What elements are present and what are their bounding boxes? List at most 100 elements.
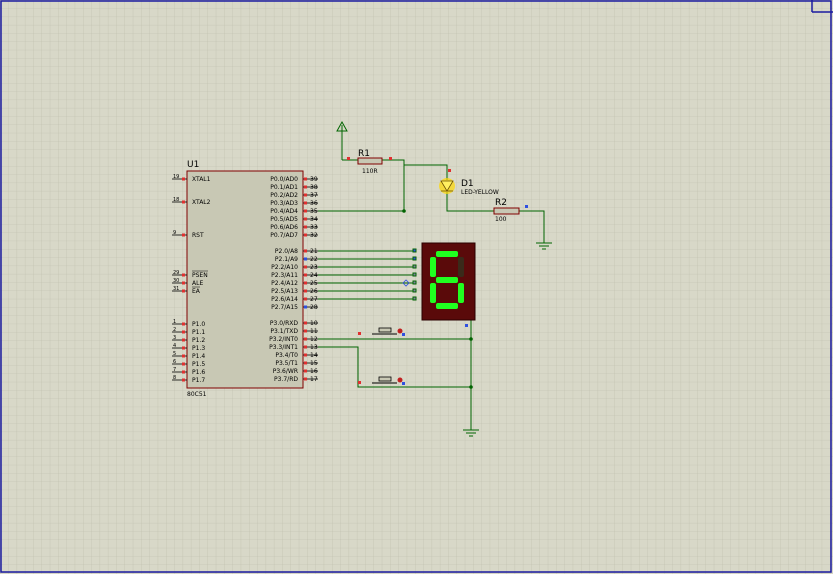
u1-pin-name: P2.4/A12 — [271, 280, 298, 287]
u1-pin-name: P1.4 — [192, 353, 205, 360]
u1-pin-marker — [304, 273, 307, 277]
u1-pin-marker — [182, 273, 185, 277]
u1-pin-marker — [182, 233, 185, 237]
power-terminal[interactable] — [336, 120, 348, 160]
u1-pin-number: 13 — [310, 344, 318, 351]
u1-pin-marker — [182, 281, 185, 285]
probe-marker — [402, 279, 410, 287]
u1-ref-label: U1 — [187, 160, 199, 170]
u1-pin-number: 6 — [173, 359, 176, 365]
u1-pin-marker — [182, 200, 185, 204]
push-button-1[interactable] — [358, 327, 405, 340]
r2-body[interactable] — [493, 207, 520, 215]
u1-pin-name: P1.5 — [192, 361, 205, 368]
display-pin-marker — [412, 256, 417, 261]
u1-pin-name: P2.2/A10 — [271, 264, 298, 271]
u1-pin-name: P2.1/A9 — [275, 256, 298, 263]
push-button-2-indicator — [397, 377, 403, 383]
u1-pin-name: P0.0/AD0 — [270, 176, 298, 183]
push-button-1-indicator — [397, 328, 403, 334]
u1-pin-marker — [304, 361, 307, 365]
push-button-1-pin-right — [402, 333, 405, 336]
u1-pin-name: ALE — [192, 280, 203, 287]
resistor-r1[interactable]: R1 110R — [347, 149, 392, 175]
u1-pin-number: 18 — [173, 197, 179, 203]
u1-pin-number: 21 — [310, 248, 318, 255]
r1-pin-right — [389, 157, 392, 160]
u1-pin-marker — [304, 225, 307, 229]
u1-pin-number: 34 — [310, 216, 318, 223]
u1-pin-marker — [182, 322, 185, 326]
seven-segment-display[interactable]: 6 — [0, 0, 476, 327]
u1-pin-number: 11 — [310, 328, 318, 335]
u1-pin-name: RST — [192, 232, 204, 239]
u1-pin-name: P1.6 — [192, 369, 205, 376]
r1-body[interactable] — [357, 157, 383, 165]
u1-pin-marker — [304, 305, 307, 309]
push-button-2-knob[interactable] — [378, 376, 392, 382]
u1-pin-6[interactable]: 6 P1.5 — [172, 359, 205, 368]
resistor-r2[interactable]: R2 100 — [493, 198, 528, 223]
push-button-2-pin-right — [402, 382, 405, 385]
u1-pin-marker — [182, 378, 185, 382]
u1-pin-name: P0.6/AD6 — [270, 224, 298, 231]
u1-pin-marker — [304, 185, 307, 189]
u1-pin-marker — [304, 369, 307, 373]
u1-pin-name: P0.5/AD5 — [270, 216, 298, 223]
u1-pin-number: 14 — [310, 352, 318, 359]
u1-pin-number: 19 — [173, 174, 179, 180]
u1-pin-number: 12 — [310, 336, 318, 343]
led-d1[interactable]: D1 LED-YELLOW — [439, 169, 499, 196]
display-pin-marker — [412, 272, 417, 277]
wire-junction — [469, 385, 473, 389]
u1-body[interactable] — [186, 170, 304, 389]
u1-pin-number: 29 — [173, 270, 179, 276]
u1-pin-34[interactable]: 34 P0.5/AD5 — [270, 216, 318, 223]
segment-b — [458, 257, 464, 277]
u1-pin-marker — [182, 177, 185, 181]
push-button-1-knob[interactable] — [378, 327, 392, 333]
push-button-2[interactable] — [358, 376, 405, 388]
u1-pin-marker — [304, 329, 307, 333]
u1-pin-number: 27 — [310, 296, 318, 303]
